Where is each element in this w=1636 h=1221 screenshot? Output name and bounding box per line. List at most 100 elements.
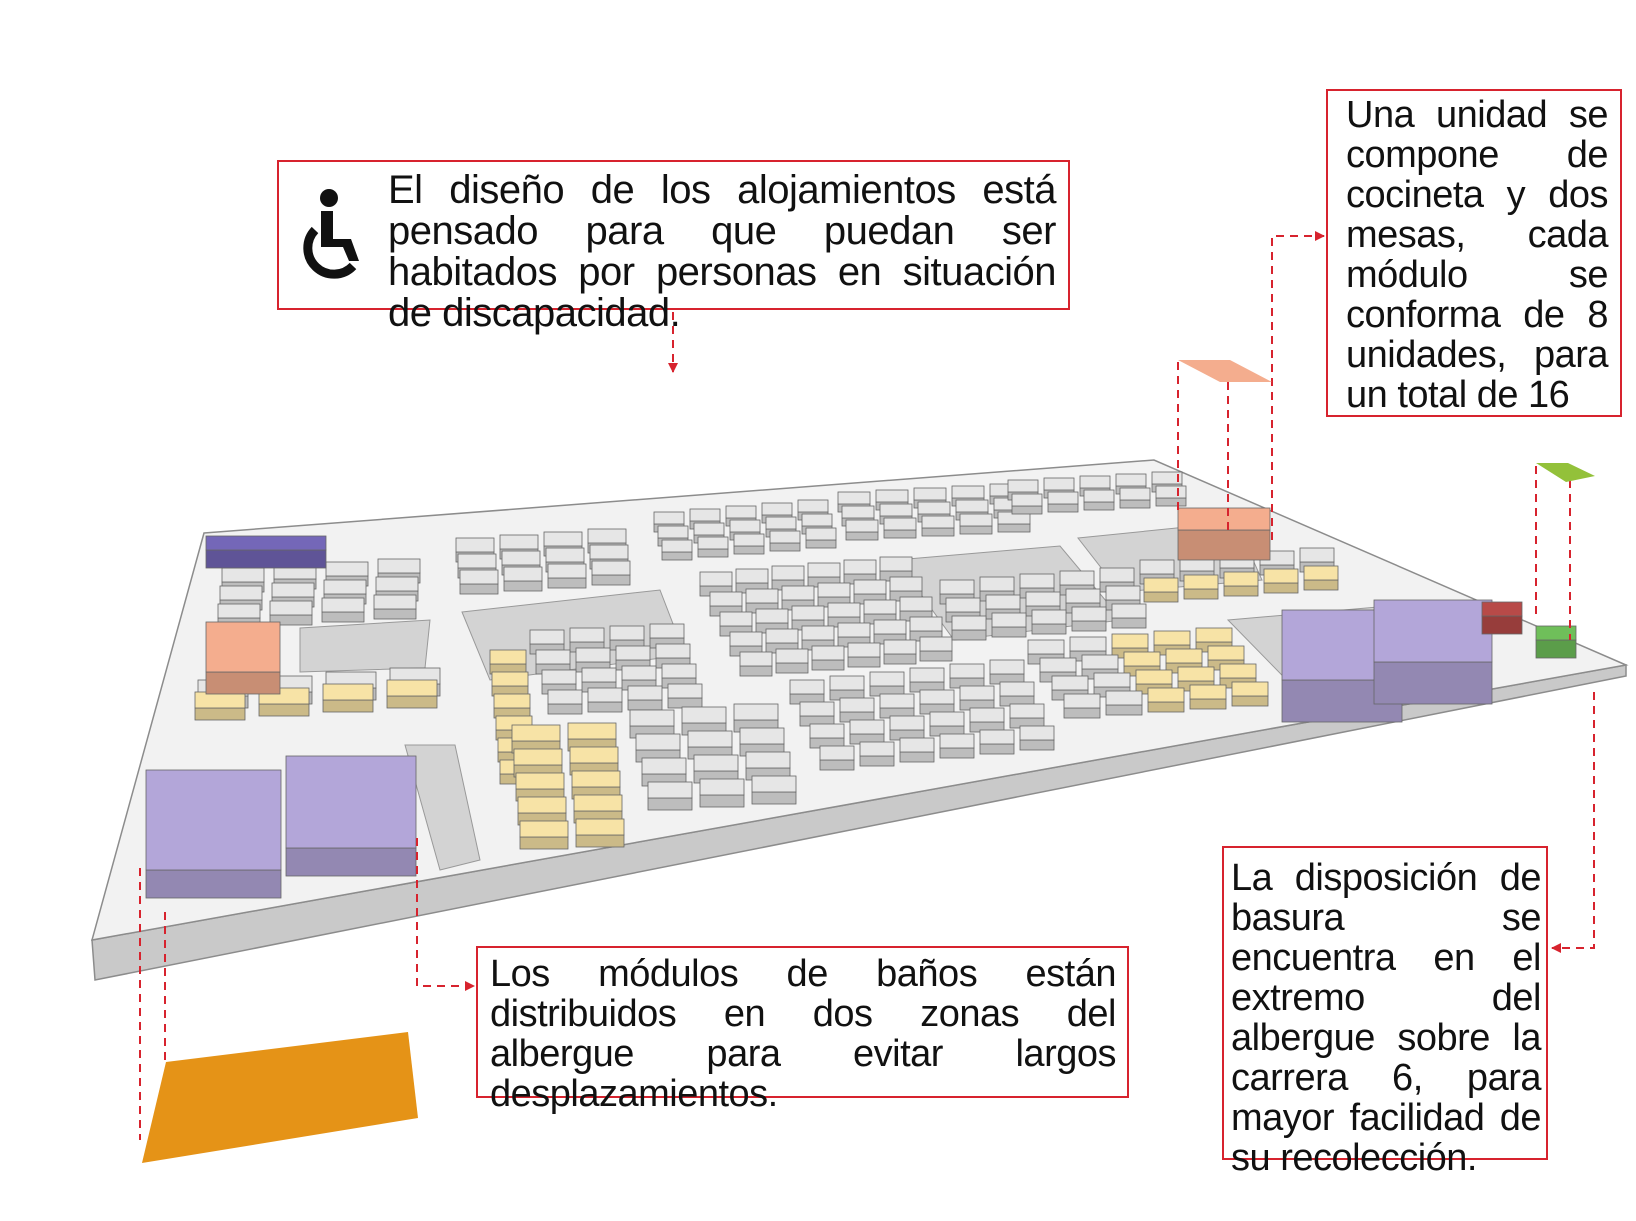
leader-line-baths	[416, 838, 475, 991]
housing-module	[775, 648, 809, 674]
housing-module	[615, 645, 651, 671]
bath-module	[1373, 599, 1493, 705]
leader-line-unit	[1271, 231, 1325, 540]
admin-building	[205, 535, 327, 569]
housing-module	[1047, 491, 1079, 513]
housing-module	[739, 651, 773, 677]
waste-callout: La disposición de basura se encuentra en…	[1222, 846, 1548, 1178]
housing-module	[1063, 693, 1101, 719]
highlighted-unit	[205, 621, 281, 695]
kitchen-module	[491, 671, 529, 697]
leader-lines	[139, 231, 1595, 1140]
wheelchair-icon	[303, 189, 359, 279]
kitchen-module	[575, 818, 625, 848]
housing-module	[919, 636, 953, 662]
kitchen-module	[1223, 571, 1259, 597]
housing-module	[751, 775, 797, 805]
housing-module	[979, 729, 1015, 755]
housing-module	[581, 667, 617, 693]
kitchen-module	[1147, 687, 1185, 713]
kitchen-module	[493, 693, 531, 719]
housing-module	[1155, 485, 1187, 507]
waste-footprint-marker	[1536, 463, 1595, 482]
housing-module	[847, 642, 881, 668]
housing-module	[873, 619, 907, 645]
housing-module	[909, 667, 945, 693]
unit-footprint-highlight	[1178, 360, 1272, 382]
housing-module	[845, 519, 879, 541]
housing-module	[869, 671, 905, 697]
accessibility-text: El diseño de los alojamientos está pensa…	[388, 168, 1057, 335]
housing-module	[661, 663, 697, 689]
housing-module	[1031, 609, 1067, 635]
housing-module	[609, 625, 645, 651]
housing-module	[1111, 603, 1147, 629]
bath-module	[285, 755, 417, 877]
housing-module	[719, 611, 753, 637]
housing-module	[883, 517, 917, 539]
housing-module	[843, 559, 877, 585]
kitchen-module	[1183, 574, 1219, 600]
housing-module	[1083, 489, 1115, 511]
housing-module	[587, 687, 623, 713]
housing-module	[991, 612, 1027, 638]
housing-module	[879, 693, 915, 719]
housing-module	[789, 679, 825, 705]
housing-module	[269, 600, 313, 626]
housing-module	[1119, 487, 1151, 509]
housing-module	[373, 594, 417, 620]
waste-text: La disposición de basura se encuentra en…	[1231, 857, 1542, 1179]
housing-module	[811, 645, 845, 671]
housing-module	[1011, 493, 1043, 515]
kitchen-module	[1189, 684, 1227, 710]
housing-module	[827, 602, 861, 628]
housing-module	[321, 597, 365, 623]
housing-module	[951, 615, 987, 641]
housing-module	[661, 539, 693, 561]
housing-module	[699, 778, 745, 808]
kitchen-module	[322, 683, 374, 713]
housing-module	[1009, 703, 1045, 729]
kitchen-module	[386, 679, 438, 709]
housing-module	[709, 591, 743, 617]
housing-module	[805, 527, 837, 549]
baths-text: Los módulos de baños están distribuidos …	[490, 953, 1117, 1115]
housing-module	[799, 701, 835, 727]
kitchen-module	[489, 649, 527, 675]
housing-module	[919, 689, 955, 715]
housing-module	[959, 685, 995, 711]
housing-module	[921, 515, 955, 537]
waste-container	[1481, 601, 1523, 635]
bath-footprint	[142, 1032, 418, 1163]
kitchen-module	[1303, 565, 1339, 591]
housing-module	[859, 741, 895, 767]
housing-module	[969, 707, 1005, 733]
housing-module	[591, 560, 631, 586]
housing-module	[655, 643, 691, 669]
housing-module	[535, 649, 571, 675]
housing-module	[809, 723, 845, 749]
unit-text: Una unidad se compone de cocineta y dos …	[1346, 94, 1609, 416]
building-modules	[145, 471, 1577, 899]
housing-module	[755, 608, 789, 634]
leader-line-waste	[1551, 692, 1595, 953]
kitchen-module	[194, 691, 246, 721]
courtyard	[404, 744, 481, 871]
housing-module	[697, 536, 729, 558]
housing-module	[641, 757, 687, 787]
housing-module	[541, 669, 577, 695]
housing-module	[989, 659, 1025, 685]
housing-module	[849, 719, 885, 745]
kitchen-module	[519, 820, 569, 850]
housing-module	[547, 689, 583, 715]
housing-module	[863, 599, 897, 625]
recycling-container	[1535, 625, 1577, 659]
housing-module	[997, 511, 1031, 533]
housing-module	[769, 530, 801, 552]
housing-module	[819, 745, 855, 771]
housing-module	[627, 685, 663, 711]
housing-module	[1071, 606, 1107, 632]
baths-callout: Los módulos de baños están distribuidos …	[476, 946, 1129, 1114]
